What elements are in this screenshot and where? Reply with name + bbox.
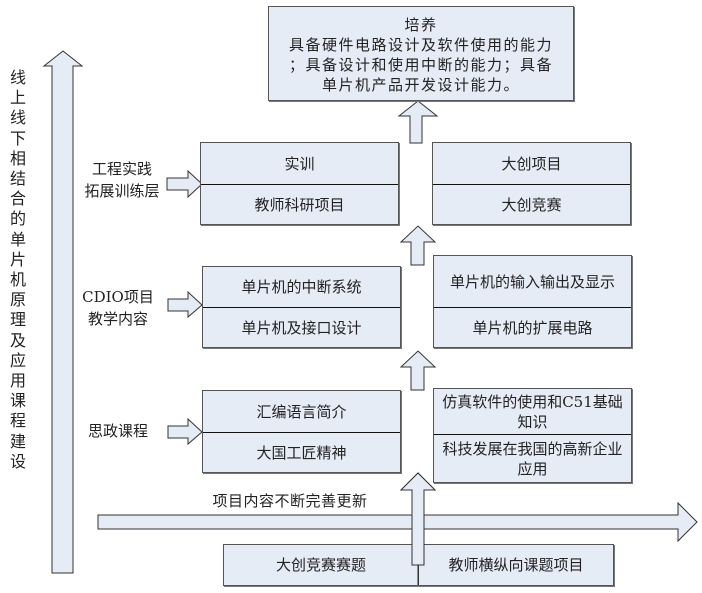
layer1-right-bottom: 大创竞赛 [501,196,562,214]
vertical-title-char: 课 [9,391,26,411]
source-teacher-projects: 教师横纵向课题项目 [448,556,584,574]
layer1-left-top: 实训 [201,143,398,185]
layer2-right-box: 单片机的输入输出及显示 单片机的扩展电路 [433,255,632,348]
layer2-left-top: 单片机的中断系统 [203,267,400,308]
layer2-left-bottom: 单片机及接口设计 [241,319,362,337]
layer3-left-box: 汇编语言简介 大国工匠精神 [202,390,401,473]
vertical-title-char: 线 [9,108,26,128]
layer2-label: CDIO项目 教学内容 [74,286,162,330]
layer1-label-line-2: 拓展训练层 [84,182,160,200]
vertical-title-char: 的 [9,209,26,229]
goal-box: 培养 具备硬件电路设计及软件使用的能力 ；具备设计和使用中断的能力；具备 单片机… [268,6,574,101]
goal-line-1: 具备硬件电路设计及软件使用的能力 [288,36,553,54]
timeline-label: 项目内容不断完善更新 [212,492,368,510]
layer1-left-bottom: 教师科研项目 [254,196,345,214]
layer1-right-top: 大创项目 [433,143,630,185]
vertical-title-char: 应 [9,350,26,370]
layer2-right-arrow-icon [167,290,203,319]
vertical-title-char: 程 [9,411,26,431]
up-arrow-layer3-to-layer2-icon [399,350,437,391]
layer3-right-top: 仿真软件的使用和C51基础知识 [434,389,631,435]
layer3-right-arrow-icon [167,417,203,446]
vertical-title-char: 机 [9,270,26,290]
vertical-title-char: 及 [9,330,26,350]
up-arrow-layer2-to-layer1-icon [399,225,437,266]
timeline-right-arrow-icon [97,501,698,543]
source-competition: 大创竞赛赛题 [224,545,419,585]
vertical-title-char: 下 [9,128,26,148]
layer2-right-top: 单片机的输入输出及显示 [434,256,631,308]
vertical-title-char: 相 [9,148,26,168]
vertical-title-char: 用 [9,371,26,391]
goal-title: 培养 [404,16,438,34]
layer3-label-line-1: 思政课程 [87,422,148,440]
layer2-right-bottom: 单片机的扩展电路 [472,319,593,337]
sources-box: 大创竞赛赛题 教师横纵向课题项目 [223,544,614,586]
vertical-up-arrow-icon [42,50,84,574]
layer3-left-bottom: 大国工匠精神 [256,444,347,462]
vertical-title: 线上线下相结合的单片机原理及应用课程建设 [8,68,28,472]
vertical-title-char: 线 [9,68,26,87]
layer1-right-box: 大创项目 大创竞赛 [432,142,631,225]
layer3-label: 思政课程 [78,420,158,442]
layer2-label-line-1: CDIO项目 [82,288,154,306]
goal-line-2: ；具备设计和使用中断的能力；具备 [288,56,553,74]
vertical-title-char: 设 [9,451,26,471]
vertical-title-char: 合 [9,189,26,209]
vertical-title-char: 上 [9,88,26,108]
layer2-left-box: 单片机的中断系统 单片机及接口设计 [202,266,401,348]
up-arrow-to-goal-icon [397,100,439,144]
vertical-title-char: 结 [9,169,26,189]
layer3-right-bottom: 科技发展在我国的高新企业应用 [442,440,623,478]
vertical-title-char: 原 [9,290,26,310]
vertical-title-char: 片 [9,249,26,269]
layer2-label-line-2: 教学内容 [87,310,148,328]
vertical-title-char: 建 [9,431,26,451]
layer1-left-box: 实训 教师科研项目 [200,142,399,225]
layer1-label: 工程实践 拓展训练层 [78,158,166,202]
vertical-title-char: 理 [9,310,26,330]
layer1-label-line-1: 工程实践 [91,160,152,178]
layer3-left-top: 汇编语言简介 [203,391,400,433]
vertical-title-char: 单 [9,229,26,249]
goal-line-3: 单片机产品开发设计能力。 [321,76,520,94]
layer3-right-box: 仿真软件的使用和C51基础知识 科技发展在我国的高新企业应用 [433,388,632,483]
layer1-right-arrow-icon [166,169,203,199]
